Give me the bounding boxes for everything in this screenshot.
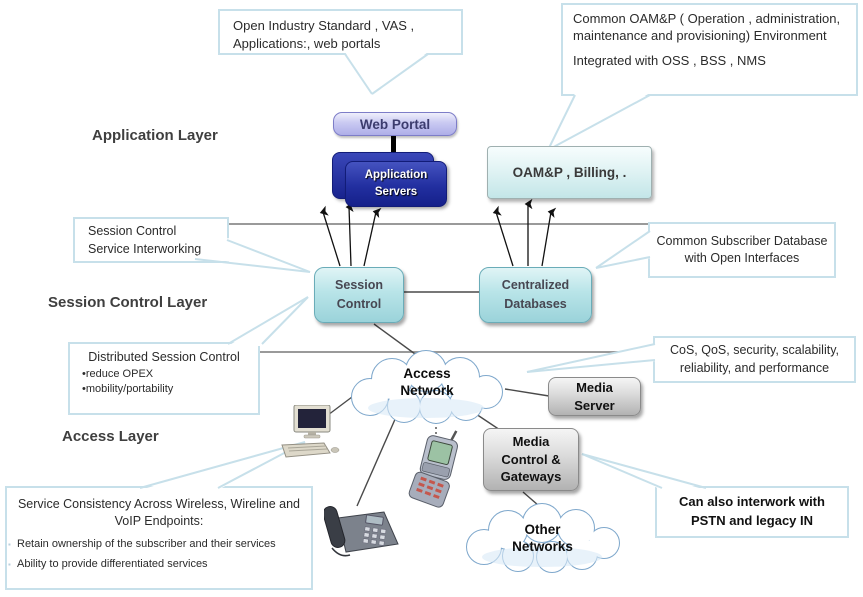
session-control-node: Session Control xyxy=(314,267,404,323)
media-control-gateways-node: Media Control & Gateways xyxy=(483,428,579,491)
application-layer-label: Application Layer xyxy=(92,127,218,144)
desktop-computer-icon xyxy=(281,405,340,458)
callout-distributed-bullet1: reduce OPEX xyxy=(70,368,258,380)
callout-session-control-line2: Service Interworking xyxy=(88,242,202,256)
access-network-label: Access Network xyxy=(400,366,454,398)
mobile-phone-icon xyxy=(408,430,458,508)
access-layer-label: Access Layer xyxy=(62,428,159,445)
access-network-cloud-icon xyxy=(351,350,503,424)
centralized-databases-node: Centralized Databases xyxy=(479,267,592,323)
callout-oamp-environment: Common OAM&P ( Operation , administratio… xyxy=(561,3,858,96)
media-server-node: Media Server xyxy=(548,377,641,416)
callout-session-control-line1: Session Control xyxy=(88,224,177,238)
session-control-layer-label: Session Control Layer xyxy=(48,294,208,311)
callout-cos-qos: CoS, QoS, security, scalability, reliabi… xyxy=(653,336,856,383)
upward-arrows xyxy=(319,198,557,267)
callout-distributed-session-control: Distributed Session Control reduce OPEX … xyxy=(68,342,260,415)
callout-session-control: Session Control Service Interworking xyxy=(73,217,229,263)
web-portal-node: Web Portal xyxy=(333,112,457,136)
other-networks-cloud-icon xyxy=(466,503,620,573)
web-portal-connector xyxy=(391,135,396,163)
desk-phone-icon xyxy=(324,506,399,557)
callout-cos-qos-text: CoS, QoS, security, scalability, reliabi… xyxy=(669,343,840,375)
callout-service-consistency: Service Consistency Across Wireless, Wir… xyxy=(5,486,313,590)
callout-open-industry-line2: Applications:, web portals xyxy=(233,35,381,51)
callout-pstn-interwork: Can also interwork with PSTN and legacy … xyxy=(655,486,849,538)
callout-distributed-bullet2: mobility/portability xyxy=(70,383,258,395)
callout-subscriber-database-text: Common Subscriber Database with Open Int… xyxy=(656,233,828,266)
callout-service-consistency-title: Service Consistency Across Wireless, Wir… xyxy=(17,497,301,528)
callout-oamp-paragraph1: Common OAM&P ( Operation , administratio… xyxy=(573,11,841,43)
callout-service-consistency-bullet1: Retain ownership of the subscriber and t… xyxy=(7,538,311,550)
application-servers-node: Application Servers xyxy=(345,161,447,207)
callout-pstn-interwork-text: Can also interwork with PSTN and legacy … xyxy=(679,494,825,528)
callout-distributed-title: Distributed Session Control xyxy=(88,350,240,364)
oamp-billing-node: OAM&P , Billing, . xyxy=(487,146,652,199)
other-networks-label: Other Networks xyxy=(512,522,573,554)
callout-service-consistency-bullet2: Ability to provide differentiated servic… xyxy=(7,558,311,570)
callout-subscriber-database: Common Subscriber Database with Open Int… xyxy=(648,222,836,278)
callout-open-industry: Open Industry Standard , VAS , Applicati… xyxy=(218,9,463,55)
callout-open-industry-line1: Open Industry Standard , VAS , xyxy=(233,18,415,33)
callout-oamp-paragraph2: Integrated with OSS , BSS , NMS xyxy=(573,52,766,68)
